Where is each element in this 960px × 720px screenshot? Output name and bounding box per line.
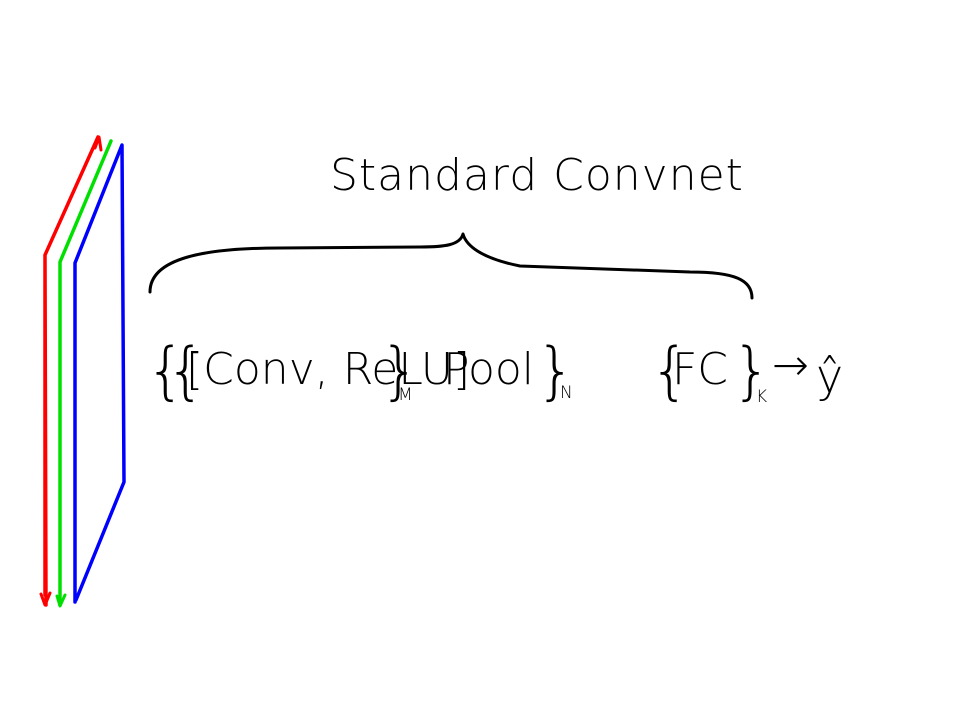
formula-fc-close-brace: } [732, 334, 771, 407]
formula: { { [Conv, ReLU] } M Pool } N { FC } K →… [146, 334, 843, 407]
formula-output-yhat: ŷ [816, 349, 843, 403]
green-channel-arrow [55, 593, 67, 608]
formula-pool-close-brace: } [536, 334, 575, 407]
formula-pool: Pool [443, 344, 534, 395]
formula-fc: FC [672, 344, 728, 395]
green-channel-plane [58, 139, 113, 607]
formula-open-inner-brace: { [166, 334, 205, 407]
blue-channel-plane [73, 143, 126, 604]
formula-m-subscript: M [398, 385, 413, 405]
formula-open-outer-brace: { [146, 334, 185, 407]
red-channel-plane [43, 135, 100, 607]
formula-fc-open-brace: { [650, 334, 689, 407]
diagram-title: Standard Convnet [330, 150, 744, 201]
input-image-stack [39, 135, 126, 608]
formula-conv-relu-close-brace: } [380, 334, 419, 407]
grouping-brace [148, 232, 754, 300]
formula-arrow: → [772, 340, 809, 391]
red-channel-arrow [39, 135, 103, 607]
formula-n-subscript: N [560, 383, 573, 403]
formula-k-subscript: K [756, 387, 767, 407]
formula-conv-relu: [Conv, ReLU] [186, 344, 470, 395]
